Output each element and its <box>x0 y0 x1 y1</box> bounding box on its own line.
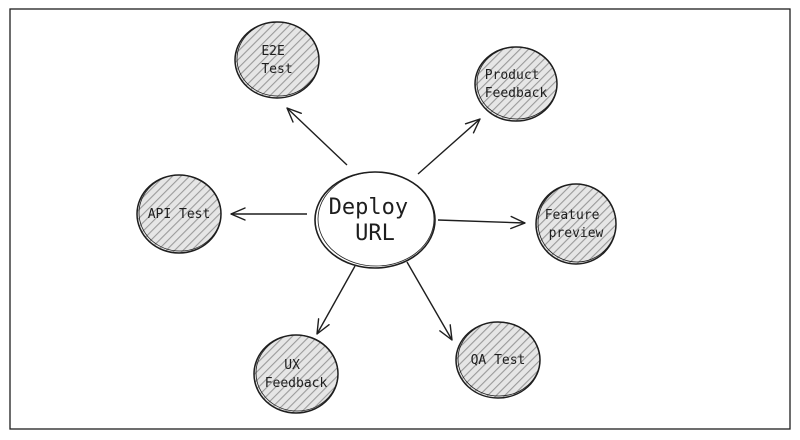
arrow-to-product-feedback <box>417 118 481 175</box>
node-product-feedback-line-2: Feedback <box>485 86 548 101</box>
node-e2e-test-label: E2E Test <box>261 44 292 77</box>
node-ux-feedback-label: UX Feedback <box>265 358 328 391</box>
node-ux-feedback: UX Feedback <box>253 334 339 414</box>
node-product-feedback-label: Product Feedback <box>485 68 548 101</box>
node-ux-feedback-line-1: UX <box>284 358 300 373</box>
node-product-feedback-line-1: Product <box>485 68 540 83</box>
node-api-test-line-1: API Test <box>148 207 211 222</box>
node-feature-preview: Feature preview <box>535 183 617 265</box>
node-qa-test: QA Test <box>455 321 541 399</box>
node-qa-test-label: QA Test <box>471 353 526 368</box>
node-e2e-test-line-1: E2E <box>261 44 284 59</box>
node-api-test: API Test <box>136 174 222 254</box>
node-feature-preview-line-1: Feature <box>545 208 600 223</box>
node-product-feedback: Product Feedback <box>474 46 558 122</box>
center-label-line-1: Deploy <box>329 195 408 220</box>
center-node-deploy-url: Deploy URL <box>314 171 436 269</box>
arrow-to-qa-test <box>406 261 453 341</box>
node-api-test-label: API Test <box>148 207 211 222</box>
node-e2e-test: E2E Test <box>234 21 320 99</box>
center-node-label: Deploy URL <box>329 195 422 246</box>
center-label-line-2: URL <box>355 221 395 246</box>
diagram-frame <box>9 8 791 430</box>
node-ux-feedback-line-2: Feedback <box>265 376 328 391</box>
arrow-to-e2e-test <box>286 107 348 166</box>
arrow-to-feature-preview <box>437 215 526 230</box>
node-feature-preview-line-2: preview <box>549 226 604 241</box>
node-e2e-test-line-2: Test <box>261 62 292 77</box>
node-feature-preview-label: Feature preview <box>545 208 608 241</box>
node-qa-test-line-1: QA Test <box>471 353 526 368</box>
arrows <box>230 107 526 341</box>
arrow-to-ux-feedback <box>316 265 356 335</box>
